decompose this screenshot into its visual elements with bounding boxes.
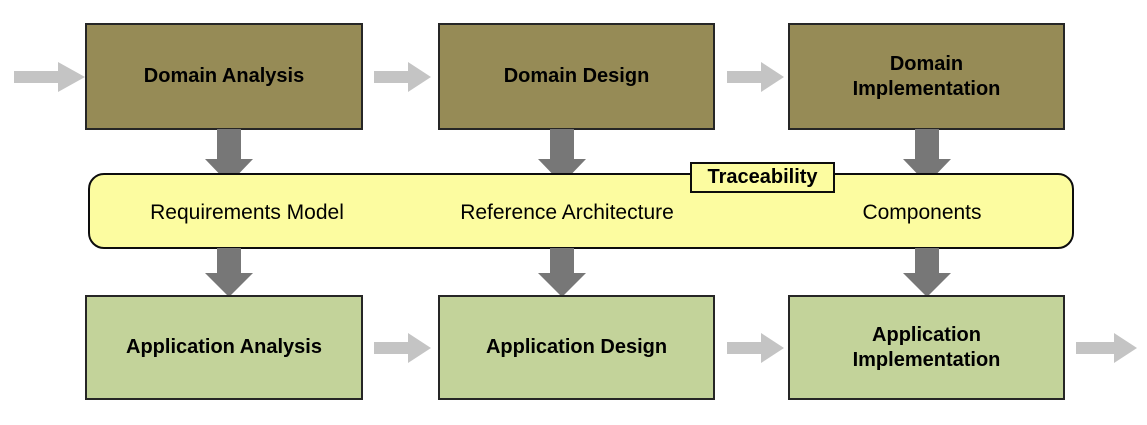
domain-analysis-label: Domain Analysis — [143, 65, 305, 88]
flow-arrow-top-1 — [374, 60, 432, 94]
domain-design-box[interactable]: Domain Design — [438, 23, 715, 130]
down-arrow-domain-design — [537, 129, 587, 185]
domain-analysis-box[interactable]: Domain Analysis — [85, 23, 363, 130]
application-design-label: Application Design — [485, 336, 668, 359]
down-arrow-application-implementation — [902, 248, 952, 298]
domain-implementation-box[interactable]: Domain Implementation — [788, 23, 1065, 130]
flow-arrow-bottom-2 — [727, 331, 785, 365]
flow-arrow-in-top — [14, 60, 86, 94]
asset-label-requirements-model: Requirements Model — [150, 201, 344, 224]
application-implementation-label: Application Implementation — [852, 324, 1001, 371]
traceability-label: Traceability — [707, 166, 818, 188]
down-arrow-domain-implementation — [902, 129, 952, 185]
flow-arrow-out-bottom — [1076, 331, 1138, 365]
domain-implementation-label: Domain Implementation — [852, 53, 1001, 100]
down-arrow-application-analysis — [204, 248, 254, 298]
down-arrow-domain-analysis — [204, 129, 254, 185]
application-design-box[interactable]: Application Design — [438, 295, 715, 400]
asset-label-components: Components — [862, 201, 982, 224]
flow-arrow-bottom-1 — [374, 331, 432, 365]
application-analysis-box[interactable]: Application Analysis — [85, 295, 363, 400]
domain-design-label: Domain Design — [503, 65, 650, 88]
down-arrow-application-design — [537, 248, 587, 298]
flow-arrow-top-2 — [727, 60, 785, 94]
application-analysis-label: Application Analysis — [126, 336, 322, 359]
asset-label-reference-architecture: Reference Architecture — [460, 201, 674, 224]
traceability-tag[interactable]: Traceability — [690, 162, 835, 193]
application-implementation-box[interactable]: Application Implementation — [788, 295, 1065, 400]
reusable-asset-band: Requirements Model Reference Architectur… — [88, 173, 1074, 249]
